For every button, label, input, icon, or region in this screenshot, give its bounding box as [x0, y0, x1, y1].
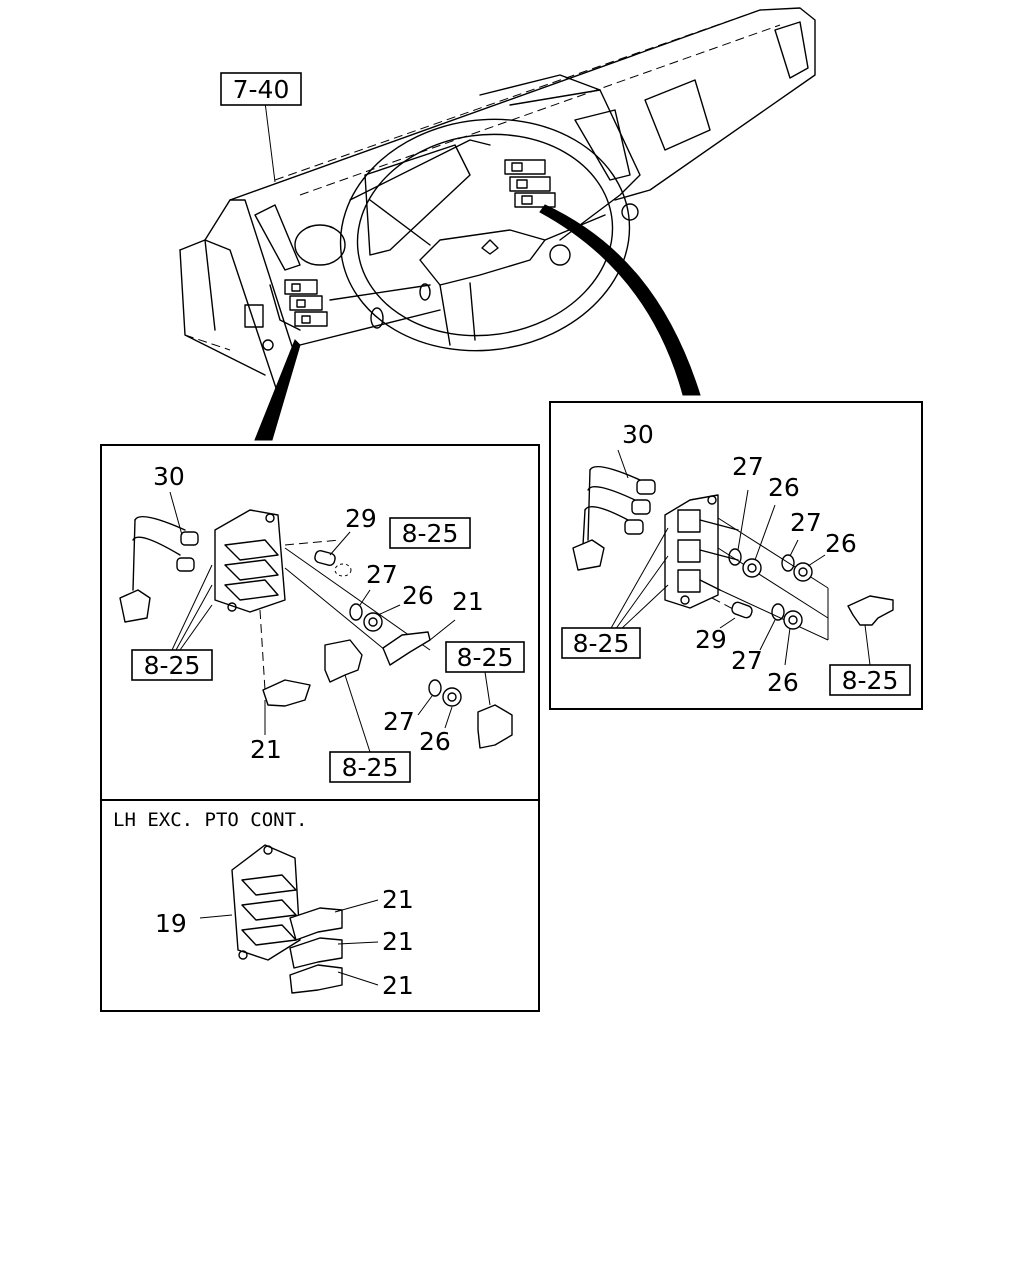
ref-box-8-25: [389, 517, 471, 549]
label-21: 21: [382, 971, 414, 1000]
callout-wedge-left: [254, 339, 301, 441]
label-29: 29: [695, 625, 727, 654]
dashboard-illustration: [179, 7, 816, 406]
ref-box-8-25: [445, 641, 525, 673]
label-27: 27: [731, 646, 763, 675]
label-21: 21: [382, 927, 414, 956]
label-30: 30: [622, 420, 654, 449]
lower-panel-caption: LH EXC. PTO CONT.: [113, 809, 307, 831]
label-30: 30: [153, 462, 185, 491]
label-21: 21: [452, 587, 484, 616]
ref-box-8-25: [131, 649, 213, 681]
ref-8-25: 8-25: [342, 753, 399, 782]
ref-box-8-25: [329, 751, 411, 783]
left-detail-panel: [100, 444, 540, 801]
label-21: 21: [382, 885, 414, 914]
leader-7-40: [264, 101, 276, 183]
lower-detail-panel: [100, 799, 540, 1012]
label-27: 27: [383, 707, 415, 736]
ref-8-25: 8-25: [573, 629, 630, 658]
label-21: 21: [250, 735, 282, 764]
ref-8-25: 8-25: [842, 666, 899, 695]
ref-box-8-25: [561, 627, 641, 659]
right-switch-group: [504, 159, 556, 208]
label-19: 19: [155, 909, 187, 938]
ref-box-7-40: [220, 72, 302, 106]
left-switch-group: [269, 279, 328, 331]
callout-wedge-right: [539, 204, 701, 396]
label-27: 27: [366, 560, 398, 589]
ref-8-25: 8-25: [457, 643, 514, 672]
label-27: 27: [732, 452, 764, 481]
label-29: 29: [345, 504, 377, 533]
label-26: 26: [767, 668, 799, 697]
ref-7-40: 7-40: [233, 75, 290, 104]
label-26: 26: [768, 473, 800, 502]
ref-8-25: 8-25: [402, 519, 459, 548]
label-27: 27: [790, 508, 822, 537]
ref-box-8-25: [829, 664, 911, 696]
right-detail-panel: [549, 401, 923, 710]
ref-8-25: 8-25: [144, 651, 201, 680]
label-26: 26: [419, 727, 451, 756]
label-26: 26: [402, 581, 434, 610]
label-26: 26: [825, 529, 857, 558]
